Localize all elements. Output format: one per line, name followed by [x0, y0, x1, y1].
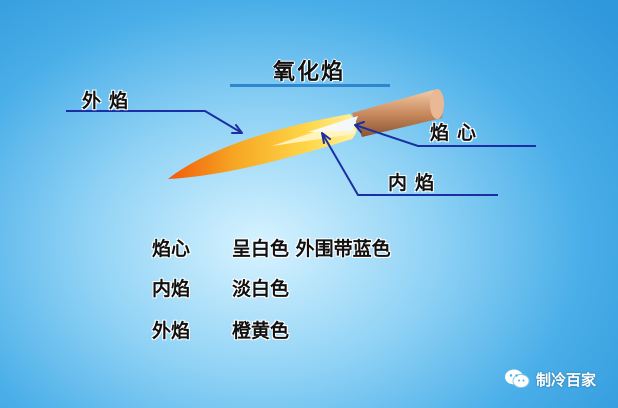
- leader-inner: [321, 132, 498, 196]
- leader-core: [354, 121, 536, 147]
- label-flame-core: 焰心: [430, 122, 485, 144]
- title-underline: [230, 84, 390, 87]
- diagram-title: 氧化焰: [272, 60, 345, 85]
- torch-nozzle: [352, 89, 444, 137]
- watermark: 制冷百家: [504, 368, 596, 390]
- desc-outer-text: 橙黄色: [232, 320, 290, 342]
- label-inner-flame: 内焰: [388, 172, 443, 194]
- outer-flame: [168, 114, 358, 179]
- desc-core-name: 焰心: [152, 238, 191, 260]
- desc-inner-name: 内焰: [152, 278, 191, 300]
- watermark-text: 制冷百家: [535, 370, 596, 389]
- label-outer-flame: 外焰: [82, 90, 137, 112]
- desc-inner-text: 淡白色: [232, 278, 290, 300]
- flame-core: [308, 116, 358, 132]
- desc-outer-name: 外焰: [152, 320, 191, 342]
- desc-core-text: 呈白色 外围带蓝色: [232, 238, 391, 260]
- wechat-icon: [504, 369, 530, 388]
- leader-outer: [66, 110, 243, 134]
